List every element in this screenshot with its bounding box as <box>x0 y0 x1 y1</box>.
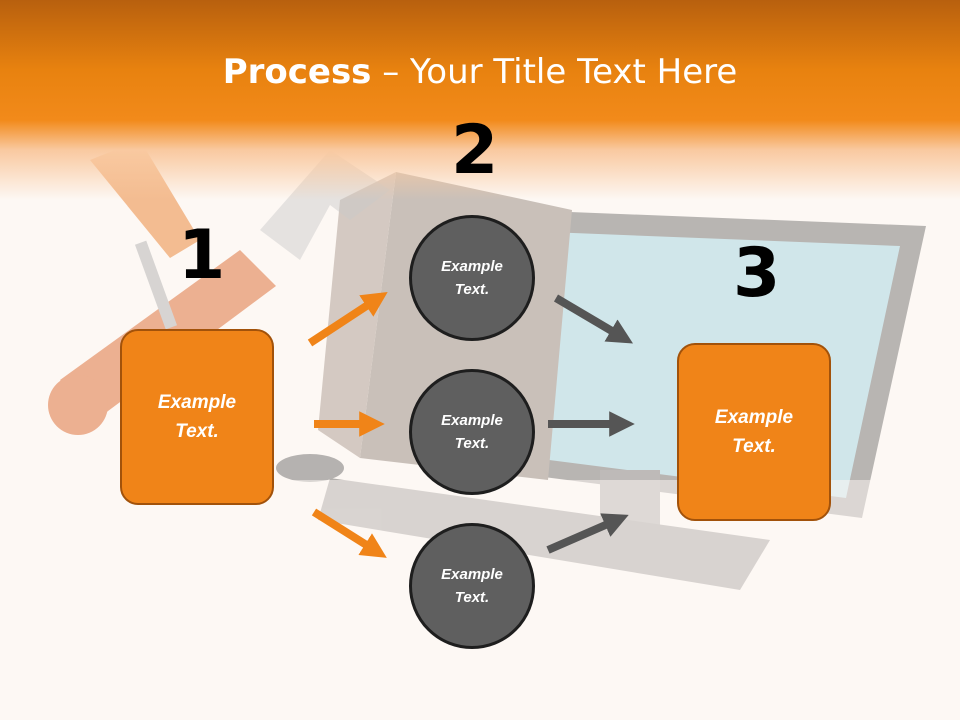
arrow-2c-to-3 <box>546 513 629 554</box>
circle-3-text: Example Text. <box>441 566 503 606</box>
step-2-circle-2: Example Text. <box>409 369 535 495</box>
step-1-box: Example Text. <box>120 329 274 505</box>
step-3-box: Example Text. <box>677 343 831 521</box>
step-3-text: Example Text. <box>714 407 794 457</box>
arrow-1-to-2a <box>307 291 388 347</box>
arrow-1-to-2c <box>311 508 387 558</box>
step-number-3: 3 <box>733 234 781 313</box>
title-bold: Process <box>222 52 372 92</box>
step-1-text: Example Text. <box>157 392 237 442</box>
title-bar <box>0 0 960 200</box>
step-2-circle-1: Example Text. <box>409 215 535 341</box>
title-rest: – Your Title Text Here <box>371 52 738 92</box>
circle-1-text: Example Text. <box>441 258 503 298</box>
arrow-2a-to-3 <box>553 294 634 344</box>
circle-2-text: Example Text. <box>441 412 503 452</box>
page-title: Process – Your Title Text Here <box>0 52 960 92</box>
step-2-circle-3: Example Text. <box>409 523 535 649</box>
step-number-2: 2 <box>451 111 499 190</box>
step-number-1: 1 <box>178 216 226 295</box>
